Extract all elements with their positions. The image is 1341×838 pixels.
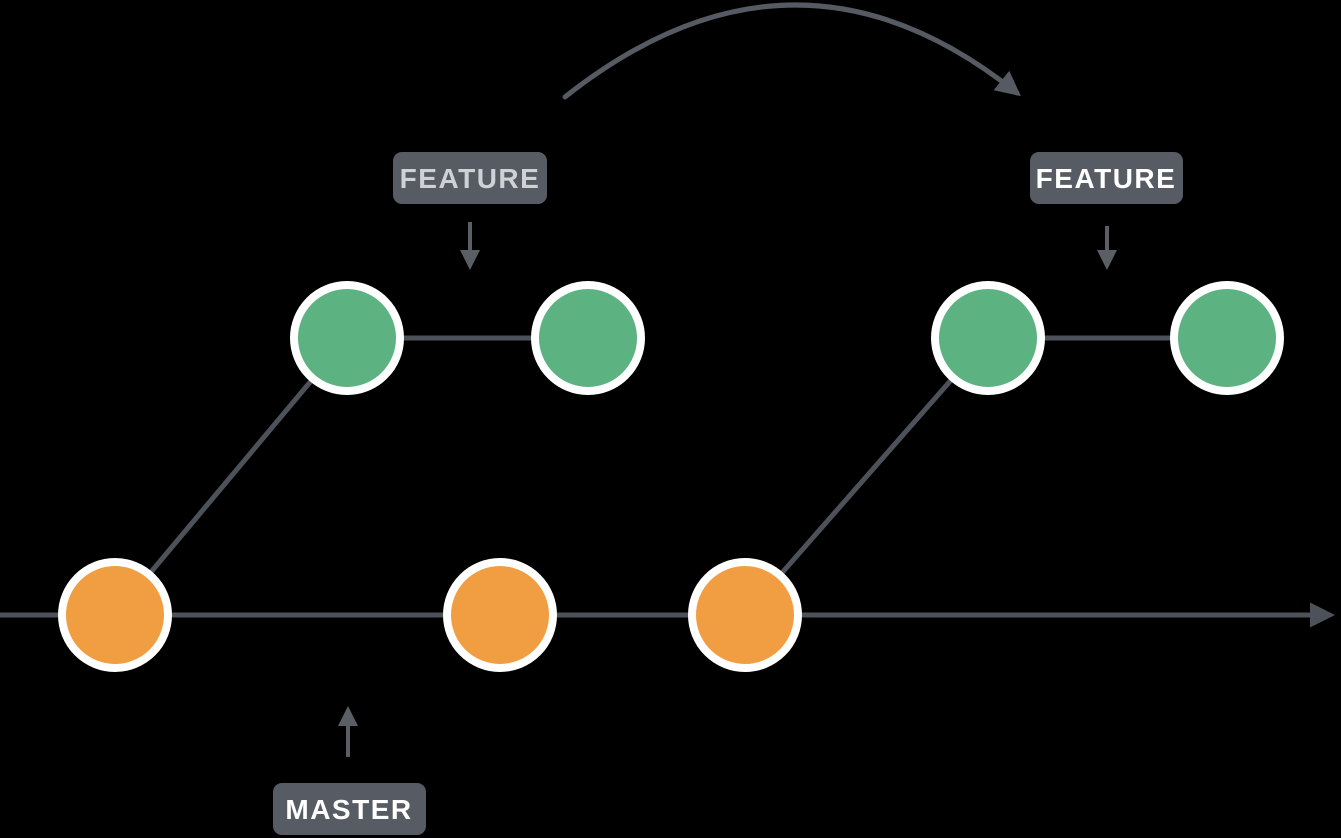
commit-node-master-2	[443, 558, 557, 672]
pointer-arrows	[338, 222, 1117, 757]
commit-node-master-3	[688, 558, 802, 672]
feature-label-right-text: FEATURE	[1036, 163, 1177, 194]
branch-off-line-right	[743, 336, 990, 617]
rebase-curve-arrow	[562, 2, 1021, 100]
commit-node-feature-left-1	[290, 281, 404, 395]
commit-node-feature-right-2	[1170, 281, 1284, 395]
feature-label-left-box	[393, 152, 547, 204]
feature-label-left-text: FEATURE	[400, 163, 541, 194]
commit-node-feature-right-1	[931, 281, 1045, 395]
commit-nodes	[58, 281, 1284, 672]
master-label-text: MASTER	[285, 794, 412, 825]
feature-label-left: FEATURE	[393, 152, 547, 204]
commit-node-feature-left-2	[531, 281, 645, 395]
feature-label-right-box	[1030, 152, 1183, 204]
branch-lines	[0, 335, 1335, 628]
branch-off-line-left	[113, 336, 349, 617]
feature-label-right: FEATURE	[1030, 152, 1183, 204]
master-label-box	[273, 783, 426, 835]
commit-node-master-1	[58, 558, 172, 672]
master-label: MASTER	[273, 783, 426, 835]
